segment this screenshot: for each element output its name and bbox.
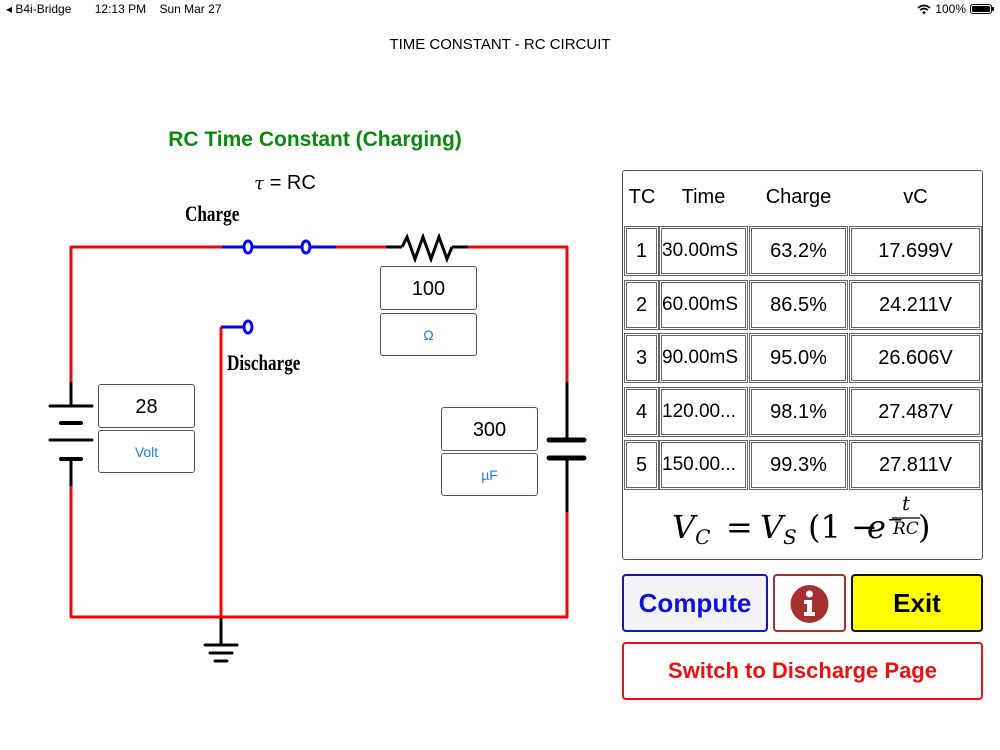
status-time: 12:13 PM	[94, 2, 147, 16]
cell-charge: 98.1%	[749, 386, 848, 437]
cell-vc: 27.487V	[849, 386, 982, 437]
formula-graphic: VC = VS (1 − e − t RC )	[672, 491, 930, 549]
cell-time: 30.00mS	[659, 226, 748, 276]
cell-time: 60.00mS	[659, 279, 748, 330]
cell-tc: 1	[624, 226, 659, 276]
resistance-input[interactable]: 100	[380, 266, 477, 310]
cell-charge: 99.3%	[749, 440, 848, 490]
header-vc: vC	[903, 186, 928, 208]
header-tc: TC	[628, 186, 656, 208]
cell-charge: 95.0%	[749, 333, 848, 383]
tau-symbol: τ	[254, 173, 265, 194]
formula-exp-minus: −	[887, 507, 904, 531]
battery-symbol	[48, 382, 94, 486]
tau-equation-rest: = RC	[264, 172, 316, 194]
cell-charge: 63.2%	[749, 226, 848, 276]
cell-tc: 4	[624, 386, 659, 437]
status-bar-left: ◂ B4i-Bridge 12:13 PM Sun Mar 27	[6, 2, 232, 16]
cell-time: 90.00mS	[659, 333, 748, 383]
results-panel	[622, 170, 983, 560]
voltage-input[interactable]: 28	[98, 384, 195, 428]
formula-open: (1 −	[808, 508, 878, 546]
charging-formula: VC = VS (1 − e − t RC )	[622, 491, 983, 552]
header-time: Time	[681, 186, 726, 208]
capacitance-unit-selector[interactable]: µF	[441, 453, 538, 496]
cell-time: 120.00...	[659, 386, 748, 437]
formula-vs: VS	[760, 508, 797, 549]
status-bar-right: 100%	[917, 2, 994, 16]
cell-time: 150.00...	[659, 440, 748, 490]
wifi-icon	[917, 4, 931, 14]
battery-icon	[970, 4, 994, 14]
cell-tc: 3	[624, 333, 659, 383]
back-to-app-link[interactable]: ◂ B4i-Bridge	[6, 2, 72, 16]
cell-vc: 17.699V	[849, 226, 982, 276]
formula-equals: =	[726, 508, 753, 546]
cell-vc: 24.211V	[849, 279, 982, 330]
section-title: RC Time Constant (Charging)	[168, 128, 462, 151]
cell-vc: 27.811V	[849, 440, 982, 490]
compute-button[interactable]: Compute	[622, 574, 768, 632]
charge-label: Charge	[185, 201, 240, 226]
info-icon	[790, 585, 829, 623]
rc-circuit-diagram	[48, 232, 587, 663]
charge-switch[interactable]	[222, 239, 336, 255]
ground-symbol	[203, 618, 239, 663]
resistor-symbol	[386, 232, 468, 264]
formula-exp-den: RC	[892, 519, 919, 539]
page-title: TIME CONSTANT - RC CIRCUIT	[389, 36, 611, 53]
discharge-label: Discharge	[227, 350, 301, 375]
cell-vc: 26.606V	[849, 333, 982, 383]
capacitor-symbol	[546, 382, 587, 512]
exit-button[interactable]: Exit	[851, 574, 983, 632]
formula-exp-num: t	[902, 492, 911, 515]
tau-equation: τ = RC	[230, 172, 340, 195]
resistance-unit-selector[interactable]: Ω	[380, 313, 477, 356]
cell-tc: 2	[624, 279, 659, 330]
switch-to-discharge-button[interactable]: Switch to Discharge Page	[622, 642, 983, 700]
status-date: Sun Mar 27	[159, 2, 222, 16]
voltage-unit-selector[interactable]: Volt	[98, 430, 195, 473]
back-app-label: B4i-Bridge	[15, 2, 72, 16]
header-charge: Charge	[765, 186, 832, 208]
cell-tc: 5	[624, 440, 659, 490]
battery-percent: 100%	[935, 2, 966, 16]
formula-e: e	[867, 508, 886, 546]
formula-vc: VC	[672, 508, 710, 549]
cell-charge: 86.5%	[749, 279, 848, 330]
capacitance-input[interactable]: 300	[441, 407, 538, 451]
formula-close: )	[918, 508, 930, 546]
info-button[interactable]	[773, 574, 846, 632]
discharge-switch[interactable]	[221, 319, 254, 335]
